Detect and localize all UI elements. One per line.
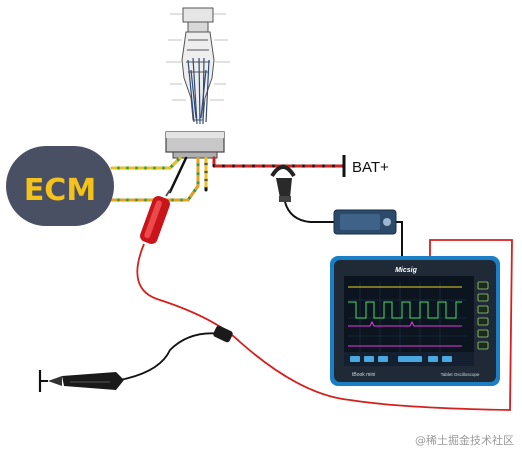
ecm-label: ECM — [24, 173, 96, 208]
injector-illustration — [166, 7, 230, 125]
current-clamp — [270, 165, 336, 223]
injector-connector — [165, 131, 225, 159]
scope-brand: Micsig — [395, 267, 418, 274]
back-probe-red — [140, 189, 171, 244]
ground-lead — [38, 325, 233, 392]
oscilloscope-tablet: Micsig — [330, 256, 500, 386]
battery-terminal: BAT+ — [342, 155, 389, 177]
current-sensor-box — [333, 209, 403, 262]
wiring-harness — [110, 156, 346, 202]
scope-model: tBook mini — [352, 372, 375, 378]
watermark: @稀土掘金技术社区 — [415, 433, 514, 447]
scope-tagline: Tablet Oscilloscope — [441, 372, 480, 377]
trace-magenta — [348, 320, 462, 327]
wire-green-lower — [110, 156, 200, 202]
battery-label: BAT+ — [352, 159, 389, 176]
trace-green — [348, 301, 462, 319]
probe-wire-red — [136, 239, 513, 411]
scope-screen — [344, 276, 474, 366]
ecm-module: ECM — [6, 146, 114, 226]
